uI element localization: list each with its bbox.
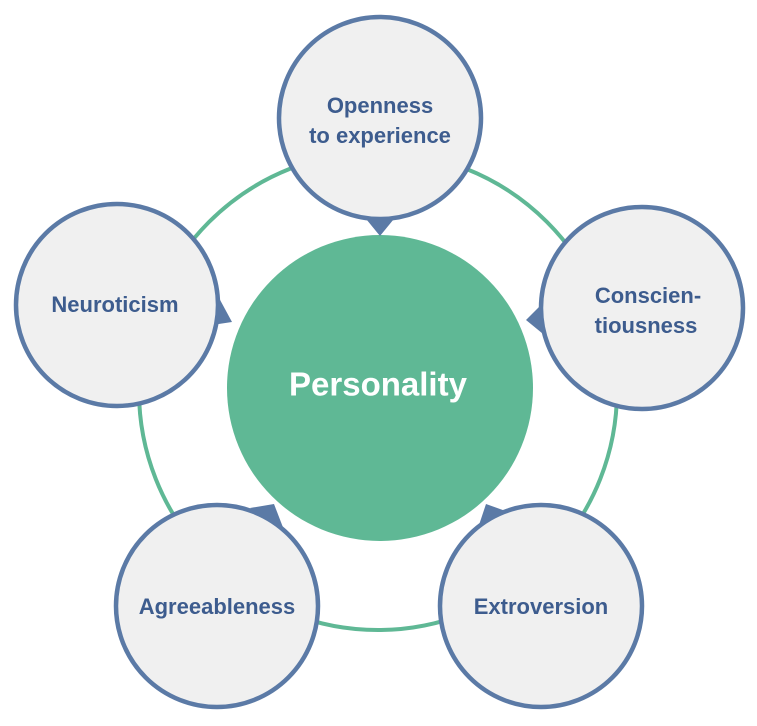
trait-openness: Openness to experience bbox=[276, 14, 484, 222]
trait-neuroticism: Neuroticism bbox=[13, 201, 221, 409]
trait-neuroticism-label: Neuroticism bbox=[51, 292, 178, 317]
trait-openness-circle bbox=[276, 14, 484, 222]
trait-openness-label-line-2: to experience bbox=[309, 123, 451, 148]
trait-conscientiousness-circle bbox=[538, 204, 746, 412]
trait-agreeableness-circle bbox=[113, 502, 321, 710]
center-personality-label: Personality bbox=[289, 366, 468, 403]
trait-extroversion: Extroversion bbox=[437, 502, 645, 710]
trait-conscientiousness: Conscien- tiousness bbox=[538, 204, 746, 412]
trait-agreeableness-label: Agreeableness bbox=[139, 594, 296, 619]
trait-conscientiousness-label-line-2: tiousness bbox=[595, 313, 698, 338]
trait-extroversion-label: Extroversion bbox=[474, 594, 609, 619]
trait-agreeableness: Agreeableness bbox=[113, 502, 321, 710]
center-personality-circle bbox=[227, 235, 533, 541]
trait-conscientiousness-label-line-1: Conscien- bbox=[595, 283, 701, 308]
trait-neuroticism-circle bbox=[13, 201, 221, 409]
trait-openness-label-line-1: Openness bbox=[327, 93, 433, 118]
trait-extroversion-circle bbox=[437, 502, 645, 710]
